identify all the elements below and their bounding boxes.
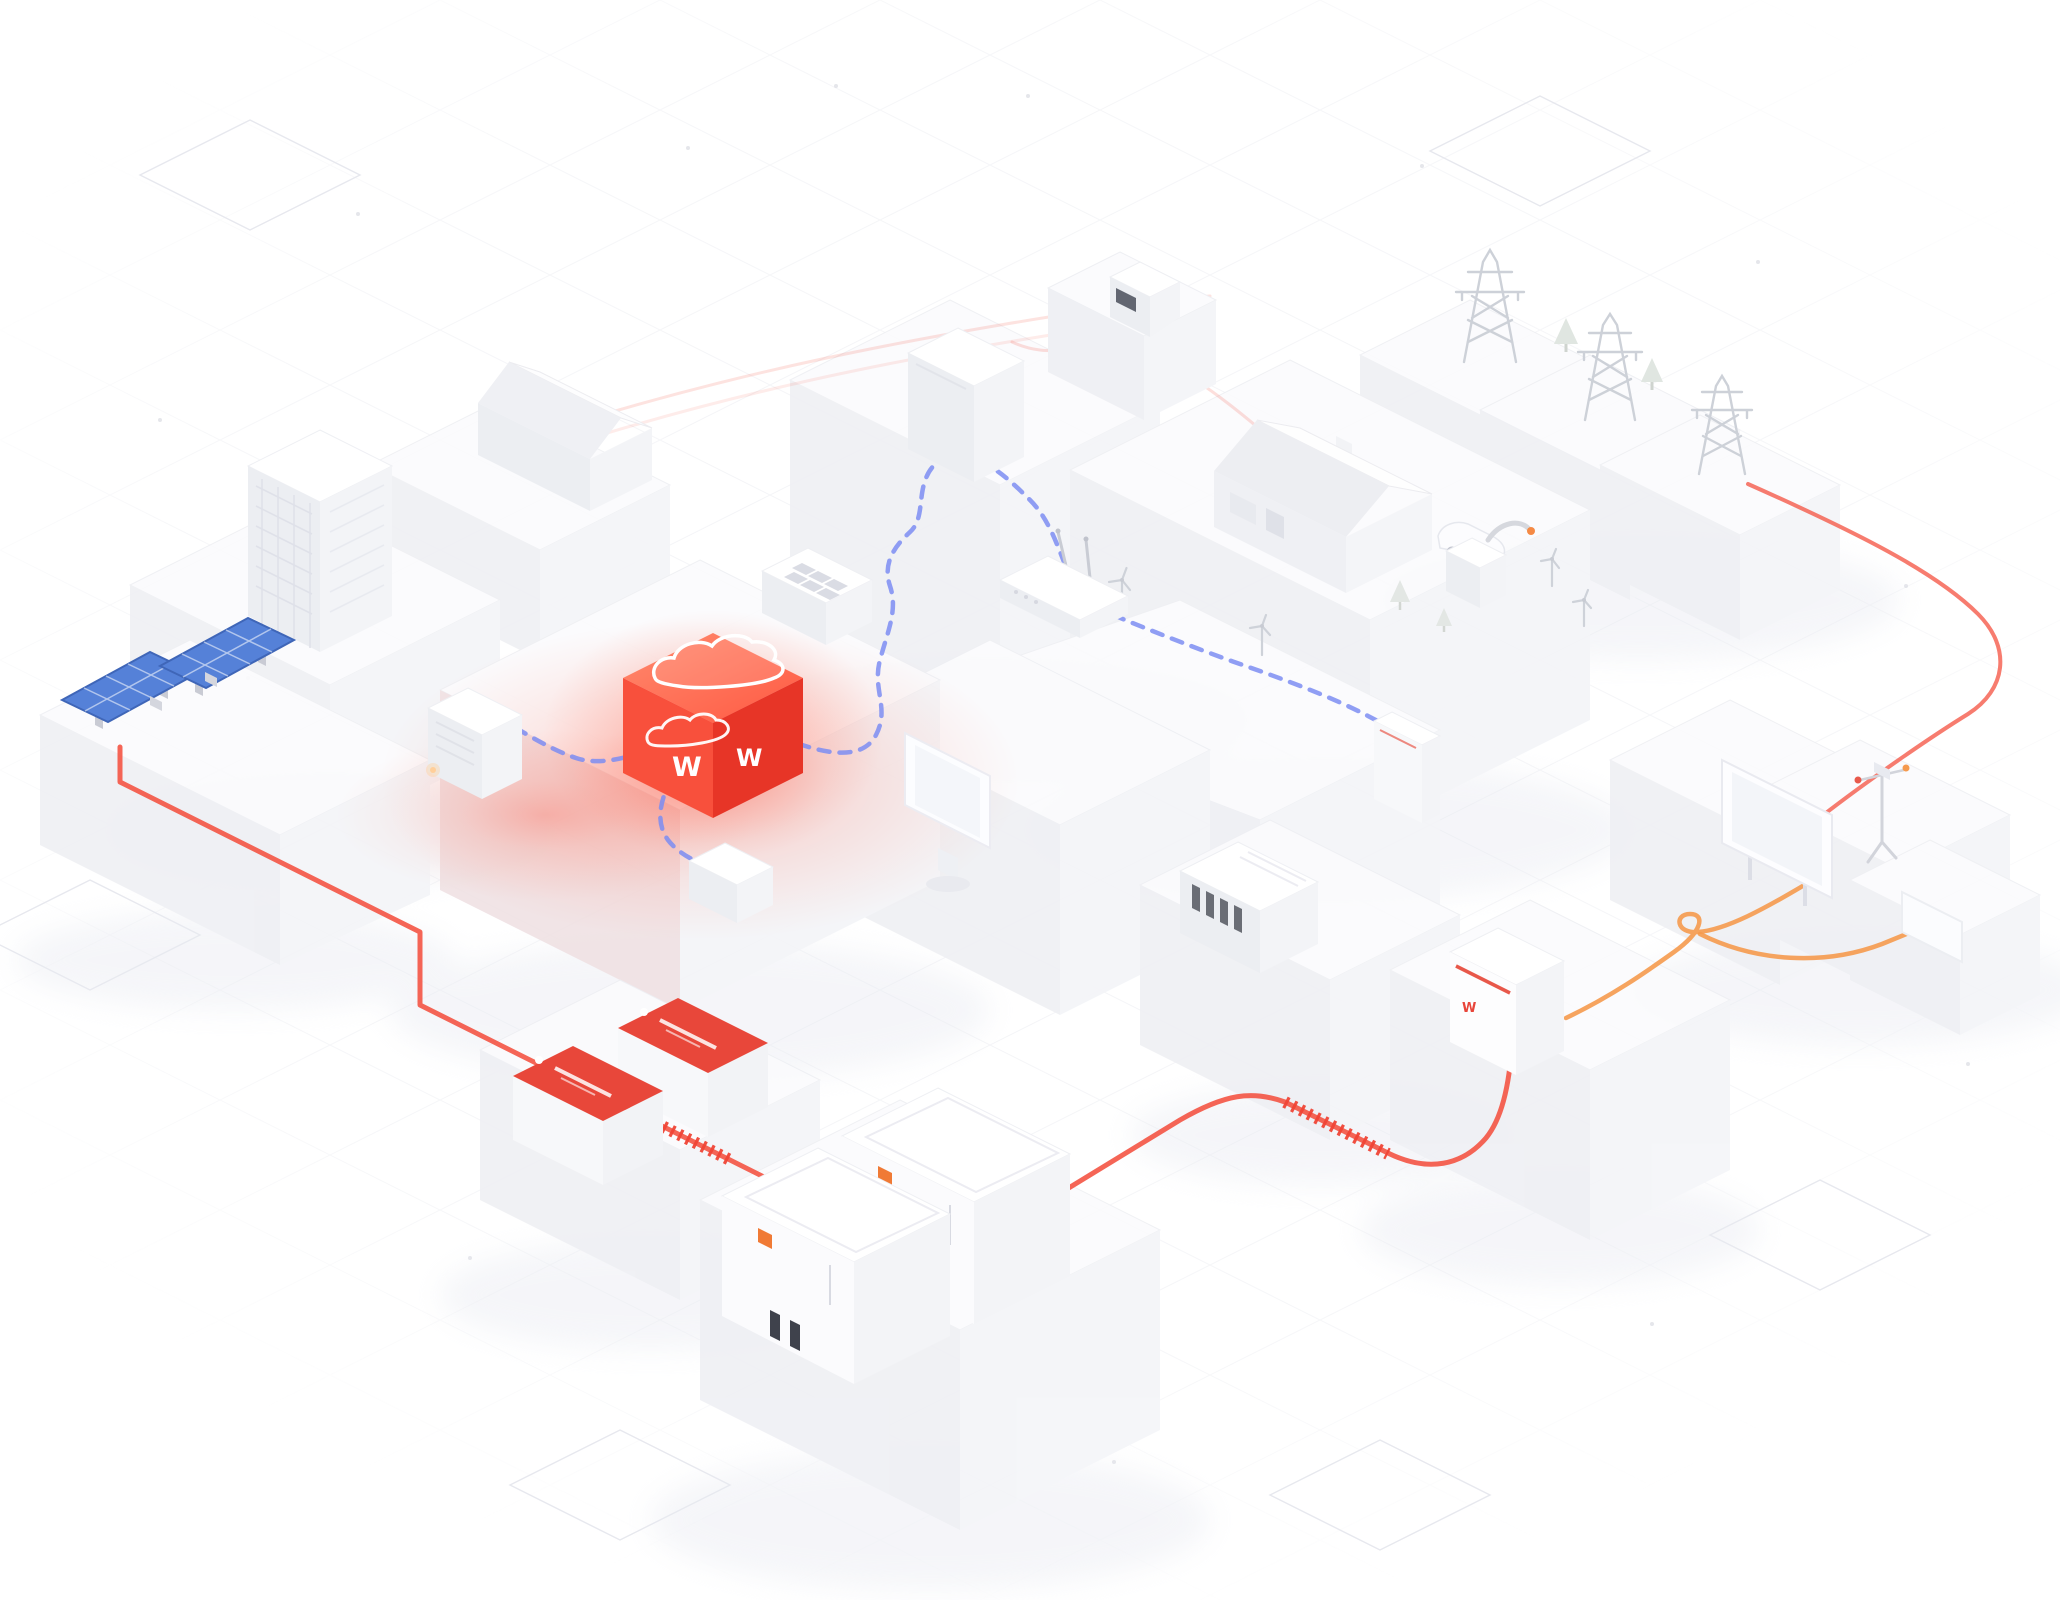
desktop-monitor: [904, 731, 991, 892]
power-line-right: [997, 1025, 1515, 1233]
storage-cabinets: [720, 1087, 1072, 1384]
module-label: [659, 1018, 717, 1050]
battery-module: [618, 998, 768, 1137]
transmission-tower: [1454, 247, 1526, 364]
power-line-grid: [1746, 482, 2003, 832]
garage-door: [1230, 492, 1256, 525]
wind-turbine: [1248, 613, 1272, 657]
antenna-tip: [1083, 536, 1089, 542]
wall-battery: [1372, 711, 1442, 823]
ev-charger: [1444, 520, 1535, 608]
storage-cabinet: [720, 1147, 952, 1384]
battery-cabinet-logo: W: [1462, 1001, 1476, 1016]
server-cabinet: [426, 687, 524, 799]
battery-modules: [513, 998, 768, 1185]
transformer-vents: [1192, 884, 1242, 933]
side-panel: [1901, 890, 1963, 964]
coil-right: [1282, 1096, 1391, 1160]
power-lines: [117, 482, 2003, 1233]
router-led: [1014, 590, 1018, 594]
sensor-orange: [1902, 764, 1910, 772]
module-logo-dot: [640, 1008, 648, 1016]
platform: [1598, 414, 1842, 640]
platform: [1848, 839, 2042, 1035]
solar-panel: [157, 616, 297, 696]
cabinet-vent: [770, 1310, 780, 1341]
transmission-tower: [1576, 311, 1644, 422]
antenna-tip: [1055, 528, 1061, 534]
front-door: [1266, 508, 1284, 539]
cloud-hub-cube: W W: [623, 633, 803, 818]
gateway-box: [687, 842, 775, 923]
office-windows: [255, 479, 385, 648]
sensor-red: [1854, 776, 1862, 784]
weather-station: [1854, 762, 1910, 864]
module-logo-dot: [535, 1056, 543, 1064]
office-building: [246, 429, 394, 652]
orange-line-main: [1563, 843, 1821, 1021]
meter-screen: [1116, 288, 1136, 312]
status-light: [430, 767, 436, 773]
orange-line-branch: [1697, 923, 1929, 961]
cloud-logo-left: W: [672, 752, 702, 783]
cabinet-vent: [790, 1320, 800, 1351]
tall-cabinet: [906, 327, 1026, 482]
solar-array: [59, 616, 297, 729]
router-led: [1024, 595, 1028, 599]
battery-cabinet: W: [1448, 927, 1566, 1075]
sensor-box: [1874, 762, 1890, 780]
house: [1214, 419, 1433, 593]
cloud-icon-small: [645, 712, 730, 748]
billboard-display: [1721, 758, 1833, 906]
battery-stripe: [1379, 729, 1417, 749]
tree: [1554, 318, 1578, 352]
cloud-icon: [652, 633, 785, 690]
battery-module: [513, 1046, 663, 1185]
solar-connector: [150, 672, 217, 711]
tree: [1436, 608, 1452, 632]
control-panel: [760, 547, 874, 645]
transformer: [1178, 841, 1320, 973]
trees: [1390, 318, 1663, 632]
cabinet-logo-orange: [758, 1228, 772, 1249]
wind-turbine: [1571, 588, 1593, 628]
transmission-tower: [1690, 373, 1754, 476]
tree: [1641, 358, 1663, 390]
charger-tip: [1527, 527, 1535, 535]
warehouse-building: [478, 361, 653, 511]
smart-meter: [1046, 251, 1218, 420]
wifi-router: [998, 528, 1130, 638]
panel-grid-icon: [784, 563, 848, 600]
cloud-logo-right: W: [736, 744, 762, 772]
tree: [1390, 580, 1410, 610]
transmission-towers: [1454, 247, 1754, 476]
cabinet-red-stripe: [1455, 964, 1511, 995]
router-led: [1034, 600, 1038, 604]
module-label: [554, 1066, 612, 1098]
wind-turbine: [1539, 547, 1561, 588]
